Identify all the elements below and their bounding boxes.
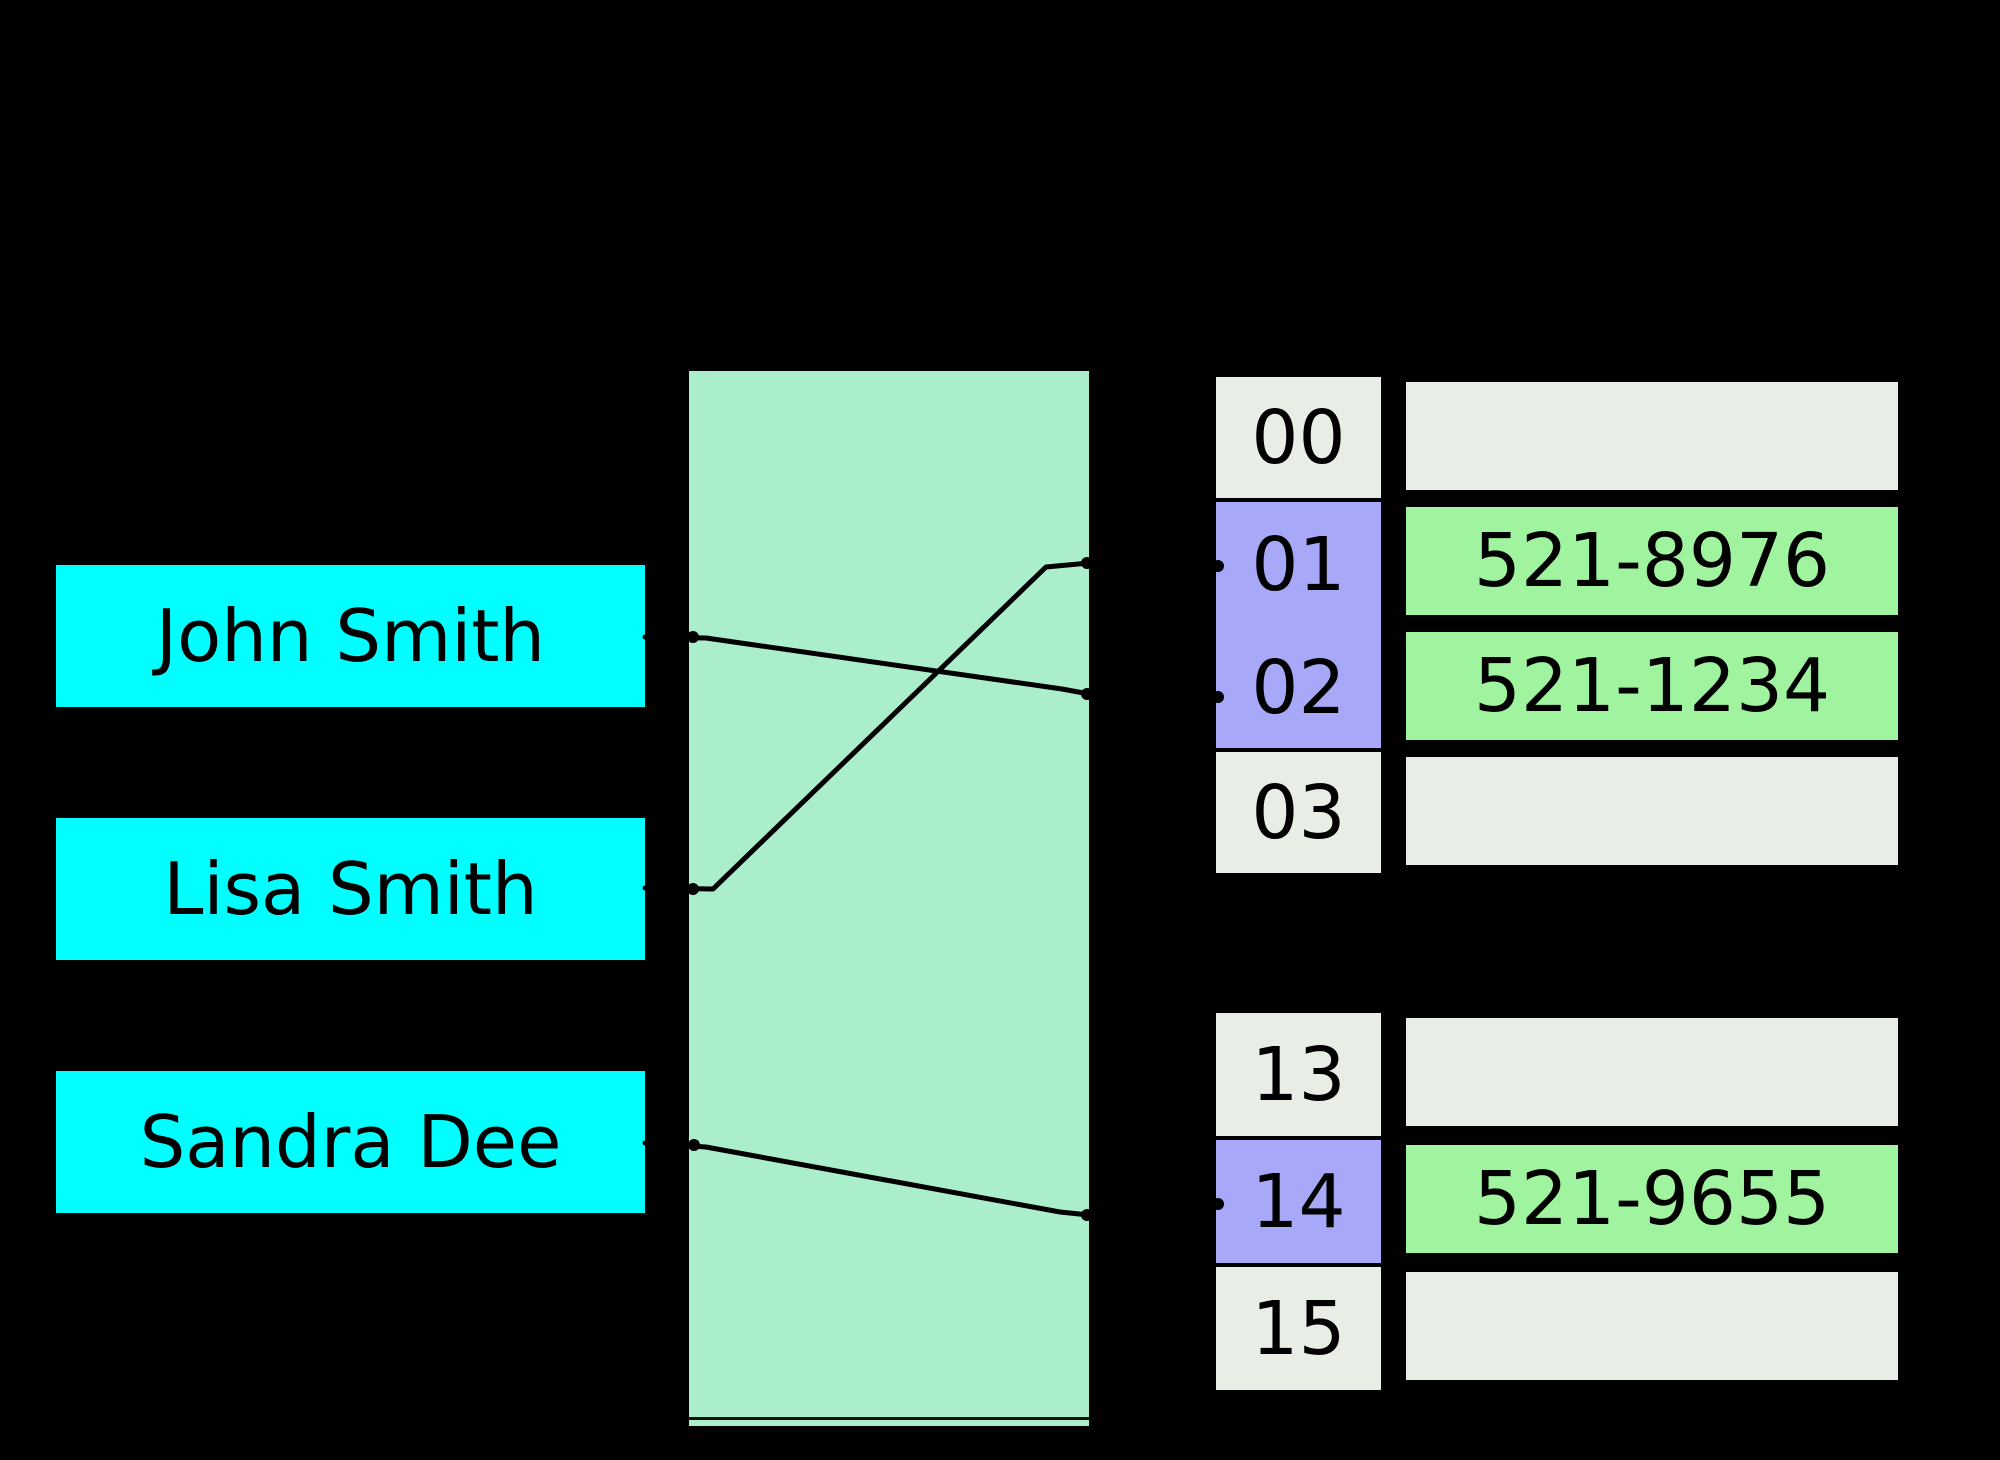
hash-box-bottom-line bbox=[689, 1417, 1089, 1420]
bucket-index-cell: 03 bbox=[1216, 752, 1381, 873]
bucket-value-cell bbox=[1401, 377, 1903, 495]
bucket-index-cell: 15 bbox=[1216, 1267, 1381, 1390]
key-box-john-smith: John Smith bbox=[56, 565, 645, 707]
hash-function-box bbox=[689, 371, 1089, 1426]
key-label: Lisa Smith bbox=[163, 847, 538, 931]
key-label: Sandra Dee bbox=[139, 1100, 562, 1184]
key-box-sandra-dee: Sandra Dee bbox=[56, 1071, 645, 1213]
bucket-index-cell: 00 bbox=[1216, 377, 1381, 498]
bucket-index-cell: 13 bbox=[1216, 1013, 1381, 1136]
bucket-value-cell: 521-8976 bbox=[1401, 502, 1903, 620]
bucket-value-cell bbox=[1401, 1267, 1903, 1385]
key-label: John Smith bbox=[155, 594, 546, 678]
bucket-value-cell: 521-1234 bbox=[1401, 627, 1903, 745]
key-box-lisa-smith: Lisa Smith bbox=[56, 818, 645, 960]
bucket-value-cell bbox=[1401, 1013, 1903, 1131]
bucket-index-cell: 02 bbox=[1216, 627, 1381, 748]
bucket-index-cell: 14 bbox=[1216, 1140, 1381, 1263]
bucket-value-cell bbox=[1401, 752, 1903, 870]
bucket-index-cell: 01 bbox=[1216, 502, 1381, 627]
bucket-value-cell: 521-9655 bbox=[1401, 1140, 1903, 1258]
